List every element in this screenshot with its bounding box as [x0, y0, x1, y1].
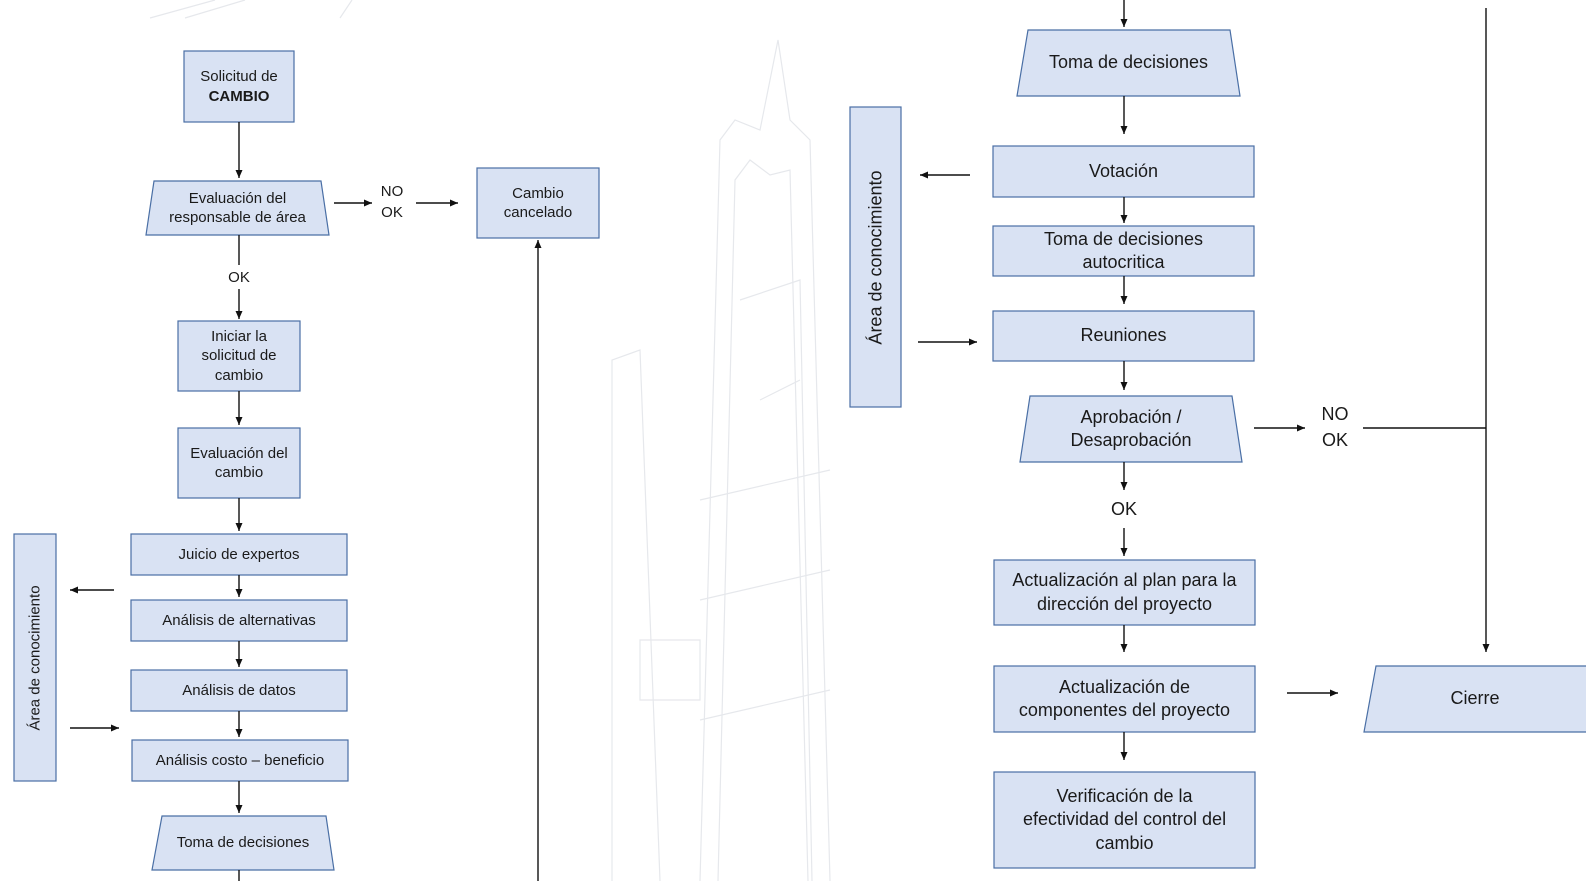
cierre-label: Cierre	[1450, 688, 1500, 709]
evaluacion-cambio-label: Evaluación del cambio	[190, 444, 288, 482]
autocritica-label: Toma de decisiones autocritica	[1043, 228, 1204, 272]
cambio-cancelado-label: Cambio cancelado	[503, 184, 573, 222]
right-ok-side-label: OK	[1321, 430, 1348, 451]
analisis-costo-box	[131, 739, 349, 782]
reuniones-box	[992, 310, 1255, 362]
analisis-alternativas-label: Análisis de alternativas	[162, 611, 316, 629]
actualizacion-componentes-box	[993, 665, 1256, 733]
aprobacion-label: Aprobación / Desaprobación	[1070, 406, 1192, 450]
area-conocimiento-right-label: Área de conocimiento	[865, 170, 886, 345]
aprobacion-shape	[1019, 395, 1243, 463]
juicio-expertos-label: Juicio de expertos	[178, 545, 300, 563]
votacion-label: Votación	[1088, 160, 1159, 181]
cambio-cancelado-box	[476, 167, 600, 239]
verificacion-label: Verificación de la efectividad del contr…	[1022, 785, 1227, 853]
toma-decisiones-left-label: Toma de decisiones	[176, 834, 310, 852]
evaluacion-responsable-label: Evaluación del responsable de área	[169, 189, 306, 227]
right-ok-label: OK	[1110, 499, 1137, 520]
solicitud-line1: Solicitud de	[200, 68, 278, 85]
analisis-datos-label: Análisis de datos	[182, 681, 296, 699]
solicitud-cambio-label: Solicitud de CAMBIO	[184, 51, 294, 122]
background-building-sketch	[149, 0, 831, 882]
area-conocimiento-right-box	[849, 106, 902, 408]
left-no-label: NO	[380, 183, 404, 201]
iniciar-solicitud-box	[177, 320, 301, 392]
left-ok-side-label: OK	[381, 204, 403, 222]
evaluacion-responsable-shape	[145, 180, 330, 236]
solicitud-line2: CAMBIO	[208, 87, 270, 105]
reuniones-label: Reuniones	[1080, 325, 1167, 346]
autocritica-box	[992, 225, 1255, 277]
actualizacion-plan-label: Actualización al plan para la dirección …	[1012, 570, 1237, 614]
toma-decisiones-right-shape	[1016, 29, 1241, 97]
solicitud-cambio-box	[183, 50, 295, 123]
juicio-expertos-box	[130, 533, 348, 576]
left-ok-label: OK	[228, 269, 250, 287]
verificacion-box	[993, 771, 1256, 869]
evaluacion-cambio-box	[177, 427, 301, 499]
analisis-costo-label: Análisis costo – beneficio	[155, 751, 325, 769]
actualizacion-plan-box	[993, 559, 1256, 626]
analisis-alternativas-box	[130, 599, 348, 642]
area-conocimiento-left-label: Área de conocimiento	[26, 585, 43, 731]
cierre-shape	[1363, 665, 1586, 733]
toma-decisiones-right-label: Toma de decisiones	[1048, 52, 1209, 73]
right-no-label: NO	[1321, 404, 1349, 425]
toma-decisiones-left-shape	[151, 815, 335, 871]
area-conocimiento-left-box	[13, 533, 57, 782]
actualizacion-componentes-label: Actualización de componentes del proyect…	[1018, 676, 1231, 720]
votacion-box	[992, 145, 1255, 198]
iniciar-solicitud-label: Iniciar la solicitud de cambio	[201, 327, 277, 384]
